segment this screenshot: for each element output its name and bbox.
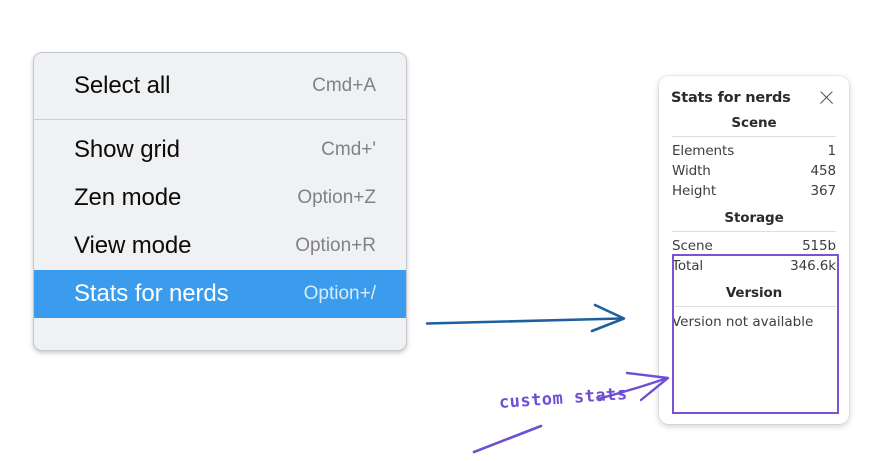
stats-panel-header: Stats for nerds [671,76,837,106]
menu-item-label: View mode [74,232,192,259]
stat-row-scene-storage: Scene 515b [671,236,837,256]
stat-row-width: Width 458 [671,161,837,181]
section-rule [672,231,836,232]
menu-item-shortcut: Option+Z [297,187,376,208]
stat-value: 367 [810,183,837,199]
menu-item-stats-for-nerds[interactable]: Stats for nerds Option+/ [34,270,406,318]
stat-value: 1 [827,143,837,159]
stat-key: Height [672,183,717,199]
section-rule [672,306,836,307]
purple-underline [472,424,543,454]
stat-row-total-storage: Total 346.6k [671,256,837,276]
stat-value: 515b [802,238,836,254]
menu-item-shortcut: Cmd+' [321,139,376,160]
menu-item-shortcut: Option+R [295,235,376,256]
menu-item-label: Zen mode [74,184,182,211]
section-heading-version: Version [725,285,783,301]
menu-section-top: Select all Cmd+A [34,53,406,119]
stat-value: 346.6k [790,258,836,274]
canvas-context-menu[interactable]: Select all Cmd+A Show grid Cmd+' Zen mod… [33,52,407,351]
section-heading-storage: Storage [724,210,784,226]
stat-key: Scene [672,238,713,254]
version-note: Version not available [672,314,814,330]
menu-item-show-grid[interactable]: Show grid Cmd+' [34,126,406,174]
annotation-label-custom-stats: custom stats [498,384,629,413]
stats-for-nerds-panel: Stats for nerds Scene Elements 1 Width 4… [659,76,849,424]
menu-item-label: Stats for nerds [74,280,229,307]
stat-row-elements: Elements 1 [671,141,837,161]
stat-key: Width [672,163,711,179]
stats-panel-title: Stats for nerds [671,89,791,106]
menu-item-select-all[interactable]: Select all Cmd+A [34,62,406,110]
stat-value: 458 [810,163,837,179]
menu-item-view-mode[interactable]: View mode Option+R [34,222,406,270]
section-rule [672,136,836,137]
blue-arrow [425,303,626,333]
menu-item-label: Select all [74,72,171,99]
menu-item-zen-mode[interactable]: Zen mode Option+Z [34,174,406,222]
menu-item-shortcut: Cmd+A [312,75,376,96]
menu-item-label: Show grid [74,136,180,163]
menu-separator [34,119,406,120]
stat-row-height: Height 367 [671,181,837,201]
menu-section-bottom: Show grid Cmd+' Zen mode Option+Z View m… [34,120,406,318]
stat-key: Elements [672,143,735,159]
stat-key: Total [672,258,704,274]
close-icon[interactable] [818,89,835,106]
menu-item-shortcut: Option+/ [303,283,376,304]
section-heading-scene: Scene [731,115,777,131]
